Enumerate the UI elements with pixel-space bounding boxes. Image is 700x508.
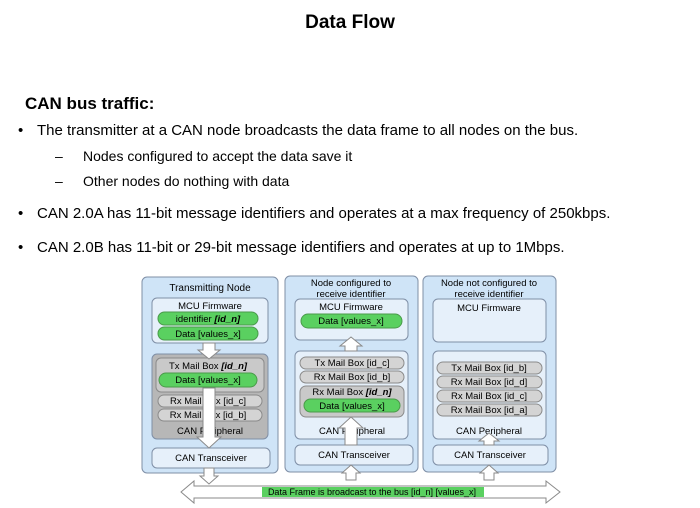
node3-rxmailbox-1-text: Rx Mail Box [id_d]	[451, 377, 528, 388]
node1-arrow-firmware-to-mailbox	[196, 342, 222, 360]
bus-label-highlight	[262, 487, 484, 497]
page-title: Data Flow	[305, 12, 395, 33]
node3-title-line2: receive identifier	[454, 289, 523, 300]
bullet-text: The transmitter at a CAN node broadcasts…	[37, 122, 579, 139]
bus-label: Data Frame is broadcast to the bus [id_n…	[268, 487, 476, 497]
bullet-text: CAN 2.0A has 11-bit message identifiers …	[37, 205, 611, 222]
node2-firmware-label: MCU Firmware	[319, 302, 383, 313]
node1-data-text: Data [values_x]	[175, 329, 240, 340]
node1-transceiver-label: CAN Transceiver	[175, 453, 247, 464]
bullet-glyph: •	[18, 205, 24, 222]
node2-arrow-mailbox-to-firmware	[338, 336, 364, 352]
node3-title-line1: Node not configured to	[441, 278, 537, 289]
subbullet-item: – Other nodes do nothing with data	[55, 173, 289, 189]
node3-txmailbox	[436, 361, 543, 375]
section-subtitle: CAN bus traffic:	[25, 94, 155, 113]
node1-txdata-pill	[158, 372, 258, 388]
node1-arrow-transceiver-to-bus	[198, 467, 220, 485]
node2-data-text: Data [values_x]	[318, 316, 383, 327]
node1-data-pill	[157, 326, 259, 341]
node3-arrow-bus-to-transceiver	[478, 464, 500, 481]
node2-rxmailbox-1-text: Rx Mail Box [id_b]	[314, 372, 391, 383]
node1-title: Transmitting Node	[169, 283, 251, 294]
bullet-item: • The transmitter at a CAN node broadcast…	[18, 122, 578, 139]
dash-glyph: –	[55, 148, 63, 164]
node1-firmware-label: MCU Firmware	[178, 301, 242, 312]
node2-title-line1: Node configured to	[311, 278, 391, 289]
node3-rxmailbox-2-text: Rx Mail Box [id_c]	[451, 391, 527, 402]
node2-rxdata-pill	[303, 398, 401, 413]
node3-txmailbox-text: Tx Mail Box [id_b]	[451, 363, 527, 374]
node3-rxmailbox-3	[436, 403, 543, 417]
node2-title-line2: receive identifier	[316, 289, 385, 300]
node1-identifier-text: identifier [id_n]	[176, 314, 241, 325]
node3-transceiver-label: CAN Transceiver	[454, 450, 526, 461]
subbullet-text: Nodes configured to accept the data save…	[83, 148, 353, 164]
subbullet-text: Other nodes do nothing with data	[83, 173, 290, 189]
node3-firmware-label: MCU Firmware	[457, 303, 521, 314]
node1-identifier-pill	[157, 311, 259, 326]
node2-txmailbox-text: Tx Mail Box [id_c]	[315, 358, 390, 369]
node2-transceiver-label: CAN Transceiver	[318, 450, 390, 461]
bullet-glyph: •	[18, 239, 24, 256]
node2-rxmailbox-target-label: Rx Mail Box [id_n]	[312, 387, 392, 398]
bullet-item: • CAN 2.0A has 11-bit message identifiers…	[18, 205, 610, 222]
node3-rxmailbox-1	[436, 375, 543, 389]
node2-rxmailbox-1	[299, 370, 405, 384]
node3-peripheral-label: CAN Peripheral	[456, 426, 522, 437]
node2-txmailbox	[299, 356, 405, 370]
dash-glyph: –	[55, 173, 63, 189]
node3-rxmailbox-3-text: Rx Mail Box [id_a]	[451, 405, 528, 416]
bullet-item: • CAN 2.0B has 11-bit or 29-bit message i…	[18, 239, 565, 256]
node1-txmailbox-label: Tx Mail Box [id_n]	[169, 361, 248, 372]
node1-arrow-mailbox-to-transceiver	[195, 387, 223, 449]
node3-firmware-box	[432, 298, 547, 343]
node2-arrow-transceiver-to-mailbox	[337, 416, 365, 446]
node2-arrow-bus-to-transceiver	[340, 464, 362, 481]
node2-rxdata-text: Data [values_x]	[319, 401, 384, 412]
node2-data-pill	[300, 313, 403, 329]
bullet-glyph: •	[18, 122, 24, 139]
node3-arrow-transceiver-to-peripheral	[477, 432, 501, 446]
node3-rxmailbox-2	[436, 389, 543, 403]
subbullet-item: – Nodes configured to accept the data sav…	[55, 148, 352, 164]
bullet-text: CAN 2.0B has 11-bit or 29-bit message id…	[37, 239, 565, 256]
node1-txdata-text: Data [values_x]	[175, 375, 240, 386]
